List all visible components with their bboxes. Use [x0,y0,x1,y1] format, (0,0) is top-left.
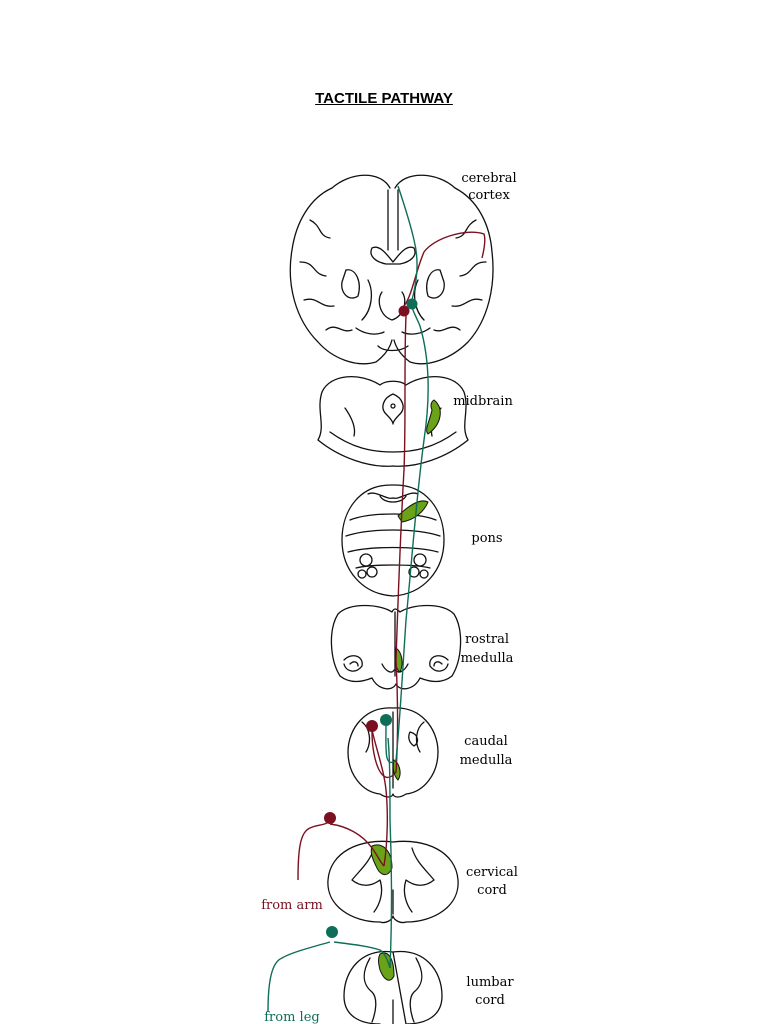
leg-dorsal-root-ganglion [326,926,338,938]
label-cerebral: cerebral [461,171,516,186]
lumbar-cord-section [343,950,443,1024]
leg-pathway [267,185,429,1013]
label-cervical: cervical [466,865,518,880]
cervical-cord-section [327,840,459,924]
arm-cuneate-nucleus-cell [366,720,378,732]
label-midbrain: midbrain [453,394,513,409]
label-cervical-cord: cervical cord [466,865,518,898]
label-from-leg: from leg [264,1010,320,1024]
midbrain-section [317,375,469,467]
label-caudal: caudal [464,734,508,749]
label-cerebral-cortex: cerebral cortex [461,171,516,203]
label-lumbar-cord-word: cord [475,993,505,1008]
cerebral-cortex-section [289,174,494,365]
arm-thalamic-cell [398,305,410,317]
label-rostral-medulla: rostral medulla [461,632,514,666]
label-pons: pons [471,531,502,546]
pons-section [341,484,445,597]
label-from-arm: from arm [261,898,323,913]
label-caudal-medulla: caudal medulla [460,734,513,768]
label-rostral: rostral [465,632,509,647]
label-cortex: cortex [468,188,510,203]
label-rostral-medulla-word: medulla [461,651,514,666]
label-lumbar: lumbar [466,975,514,990]
label-lumbar-cord: lumbar cord [466,975,514,1008]
page-title: TACTILE PATHWAY [315,90,453,107]
arm-dorsal-root-ganglion [324,812,336,824]
label-cervical-cord-word: cord [477,883,507,898]
leg-gracile-nucleus-cell [380,714,392,726]
rostral-medulla-section [330,604,462,690]
label-caudal-medulla-word: medulla [460,753,513,768]
leg-thalamic-cell [406,298,418,310]
caudal-medulla-section [347,707,439,798]
